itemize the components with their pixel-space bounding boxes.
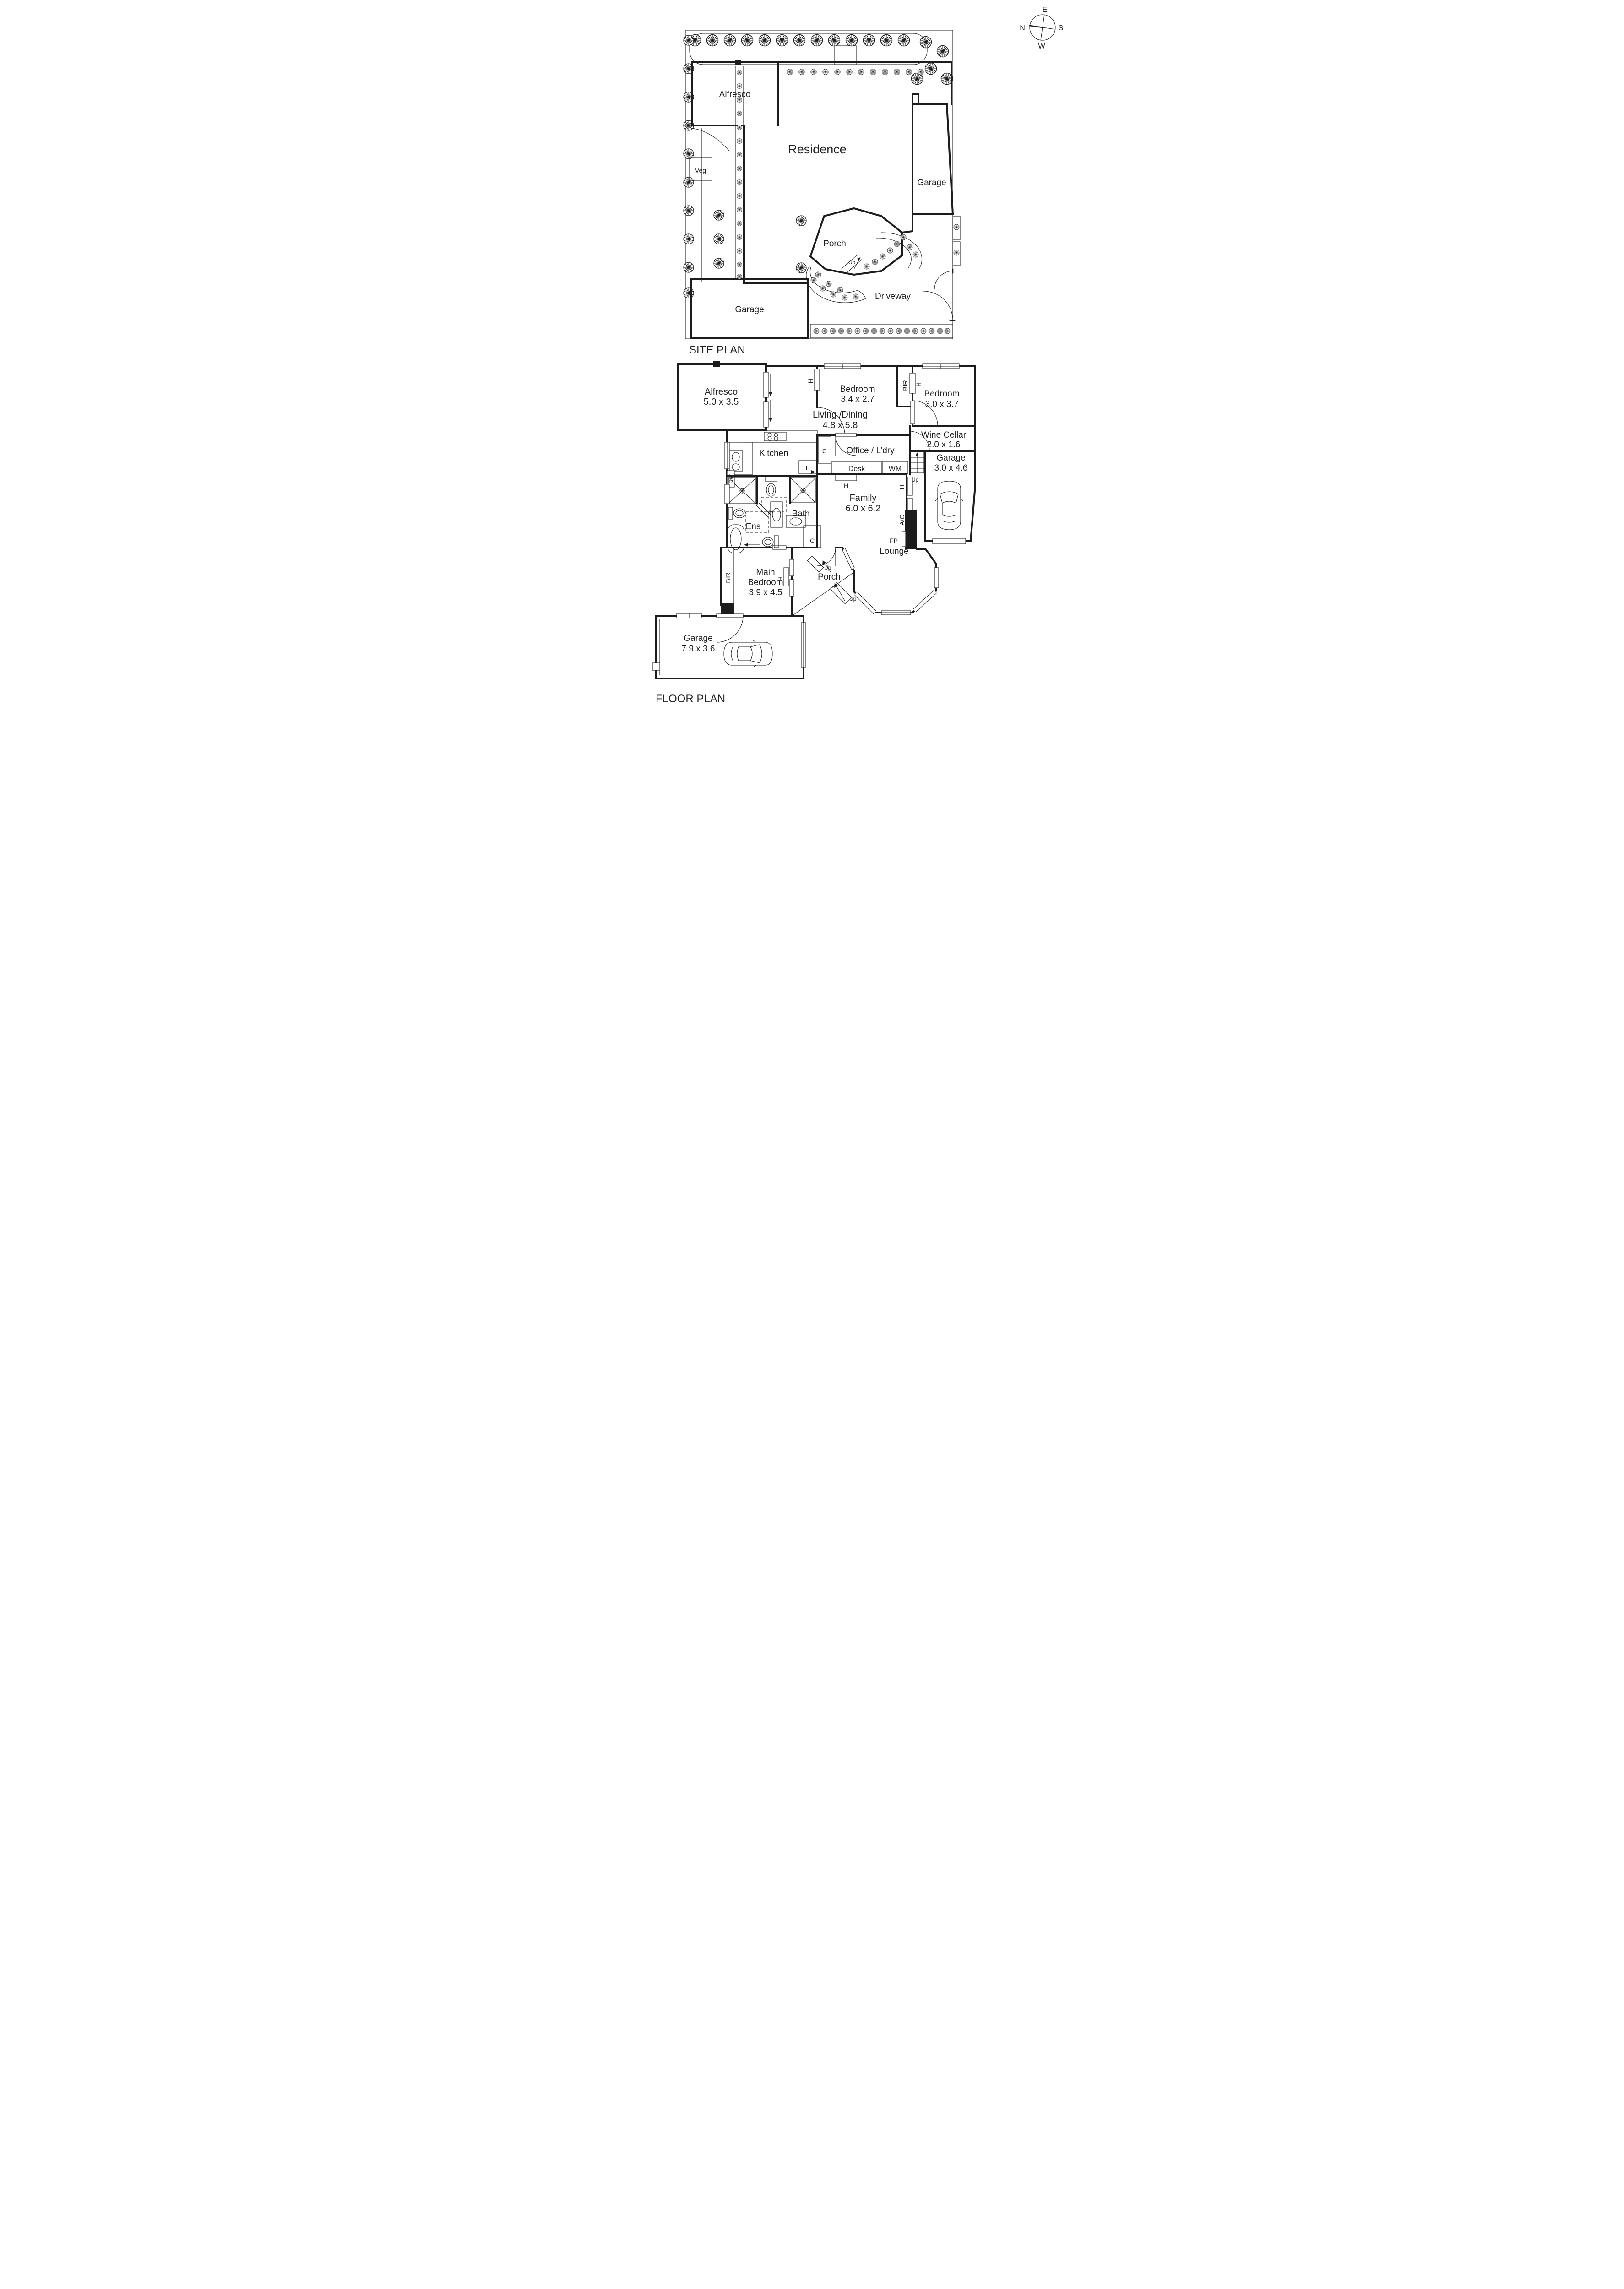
fixture-label-wm: WM [889, 465, 902, 473]
dim-label-garage2: 7.9 x 3.6 [682, 644, 715, 654]
room-label-porch: Porch [818, 572, 841, 582]
room-label-bedroom2: Bedroom [840, 385, 875, 394]
compass-w: W [1038, 43, 1045, 50]
site-plan-title: SITE PLAN [689, 344, 745, 356]
floor-plan: Alfresco 5.0 x 3.5 Living /Dining 4.8 x … [652, 361, 976, 705]
fp-bedroom3 [910, 400, 976, 427]
room-label-bath: Bath [792, 509, 809, 519]
fixture-label-up-stairs: Up [912, 477, 919, 483]
tree-row-top [689, 34, 910, 47]
fixture-label-bir2: BIR [724, 572, 732, 583]
plan-drawing: Alfresco Residence Veg Garage Porch Driv… [652, 6, 1063, 705]
site-label-residence: Residence [788, 142, 847, 156]
fp-kitchen [724, 430, 818, 488]
fixture-label-h2: H [915, 382, 922, 387]
fixture-label-h1: H [807, 379, 814, 383]
fixture-label-h4: H [898, 485, 906, 489]
room-label-garage2: Garage [684, 634, 712, 643]
fixture-label-fp: FP [890, 537, 898, 544]
car-icon [935, 481, 963, 530]
fixture-label-h5: H [769, 509, 773, 515]
garden-curve [691, 128, 730, 152]
fp-bath-ens [724, 475, 821, 553]
fp-garage-double [652, 613, 806, 679]
fp-stairs [910, 450, 926, 542]
site-up-arrow [853, 257, 861, 270]
veg-patch [689, 157, 712, 181]
dim-label-garage1: 3.0 x 4.6 [934, 463, 968, 473]
dim-label-winecellar: 2.0 x 1.6 [927, 440, 961, 450]
garden-band [689, 33, 928, 65]
room-label-family: Family [850, 493, 877, 503]
site-label-garage-right: Garage [917, 178, 946, 188]
right-beds-gates [923, 216, 961, 321]
room-label-bedroom3: Bedroom [924, 389, 959, 399]
site-plan: Alfresco Residence Veg Garage Porch Driv… [683, 30, 961, 356]
fp-office [816, 433, 911, 475]
fp-alfresco-windows [763, 372, 772, 428]
fp-porch [793, 555, 854, 615]
fixture-label-f: F [806, 464, 810, 472]
fp-top-windows [824, 363, 960, 369]
room-label-lounge: Lounge [880, 547, 908, 556]
fixture-label-bir1: BIR [902, 380, 909, 391]
room-label-garage1: Garage [936, 453, 965, 463]
site-residence-walls [691, 60, 954, 284]
dim-label-family: 6.0 x 6.2 [846, 504, 881, 514]
compass-icon: E S W N [1020, 6, 1063, 50]
floor-plan-title: FLOOR PLAN [656, 693, 725, 705]
fp-garage-single [932, 481, 966, 544]
shrub-row-top [787, 69, 924, 75]
room-label-winecellar: Wine Cellar [921, 430, 967, 440]
room-label-ens: Ens [746, 522, 761, 532]
fixture-label-up-porch1: Up [824, 564, 831, 571]
site-label-porch: Porch [823, 239, 846, 249]
dim-label-bedroom3: 3.0 x 3.7 [925, 400, 959, 409]
room-label-living: Living /Dining [813, 410, 868, 420]
site-label-veg: Veg [695, 167, 706, 174]
car-icon [723, 640, 773, 668]
compass-e: E [1043, 6, 1048, 14]
shrub-column-middle [735, 66, 744, 280]
site-label-garage-bottom: Garage [735, 305, 764, 315]
site-label-alfresco: Alfresco [719, 90, 751, 99]
fixture-label-h3: H [844, 482, 848, 489]
fixture-label-c2: C [810, 537, 815, 544]
fixture-label-h6: H [777, 576, 784, 581]
dim-label-living: 4.8 x 5.8 [823, 420, 858, 430]
site-label-driveway: Driveway [875, 292, 911, 301]
fixture-label-desk: Desk [848, 465, 865, 473]
lawn-trees [713, 210, 807, 273]
dim-label-mainbed: 3.9 x 4.5 [749, 588, 782, 597]
room-label-kitchen: Kitchen [759, 449, 788, 458]
dim-label-bedroom2: 3.4 x 2.7 [841, 395, 874, 404]
fixture-label-ac: A/C [898, 515, 906, 525]
room-label-alfresco: Alfresco [705, 387, 738, 397]
fp-alfresco-post [713, 361, 720, 367]
fixture-label-up-porch2: Up [849, 596, 857, 602]
fixture-label-c1: C [822, 447, 827, 455]
floorplan-page: Alfresco Residence Veg Garage Porch Driv… [561, 0, 1063, 711]
fp-family [798, 470, 917, 549]
room-label-office: Office / L’dry [846, 446, 895, 456]
site-garage-bottom [690, 278, 809, 339]
tree-cluster-topright [911, 36, 953, 85]
fixture-label-dw: DW [728, 474, 734, 483]
porch-garden [806, 232, 923, 303]
fp-lounge [726, 547, 939, 615]
compass-n: N [1020, 24, 1025, 32]
site-label-up: Up [848, 259, 856, 266]
shrub-row-bottom [810, 324, 953, 338]
room-label-mainbed-1: Main [756, 568, 775, 577]
compass-s: S [1059, 24, 1063, 32]
dim-label-alfresco: 5.0 x 3.5 [704, 397, 739, 407]
room-label-mainbed-2: Bedroom [748, 578, 783, 587]
